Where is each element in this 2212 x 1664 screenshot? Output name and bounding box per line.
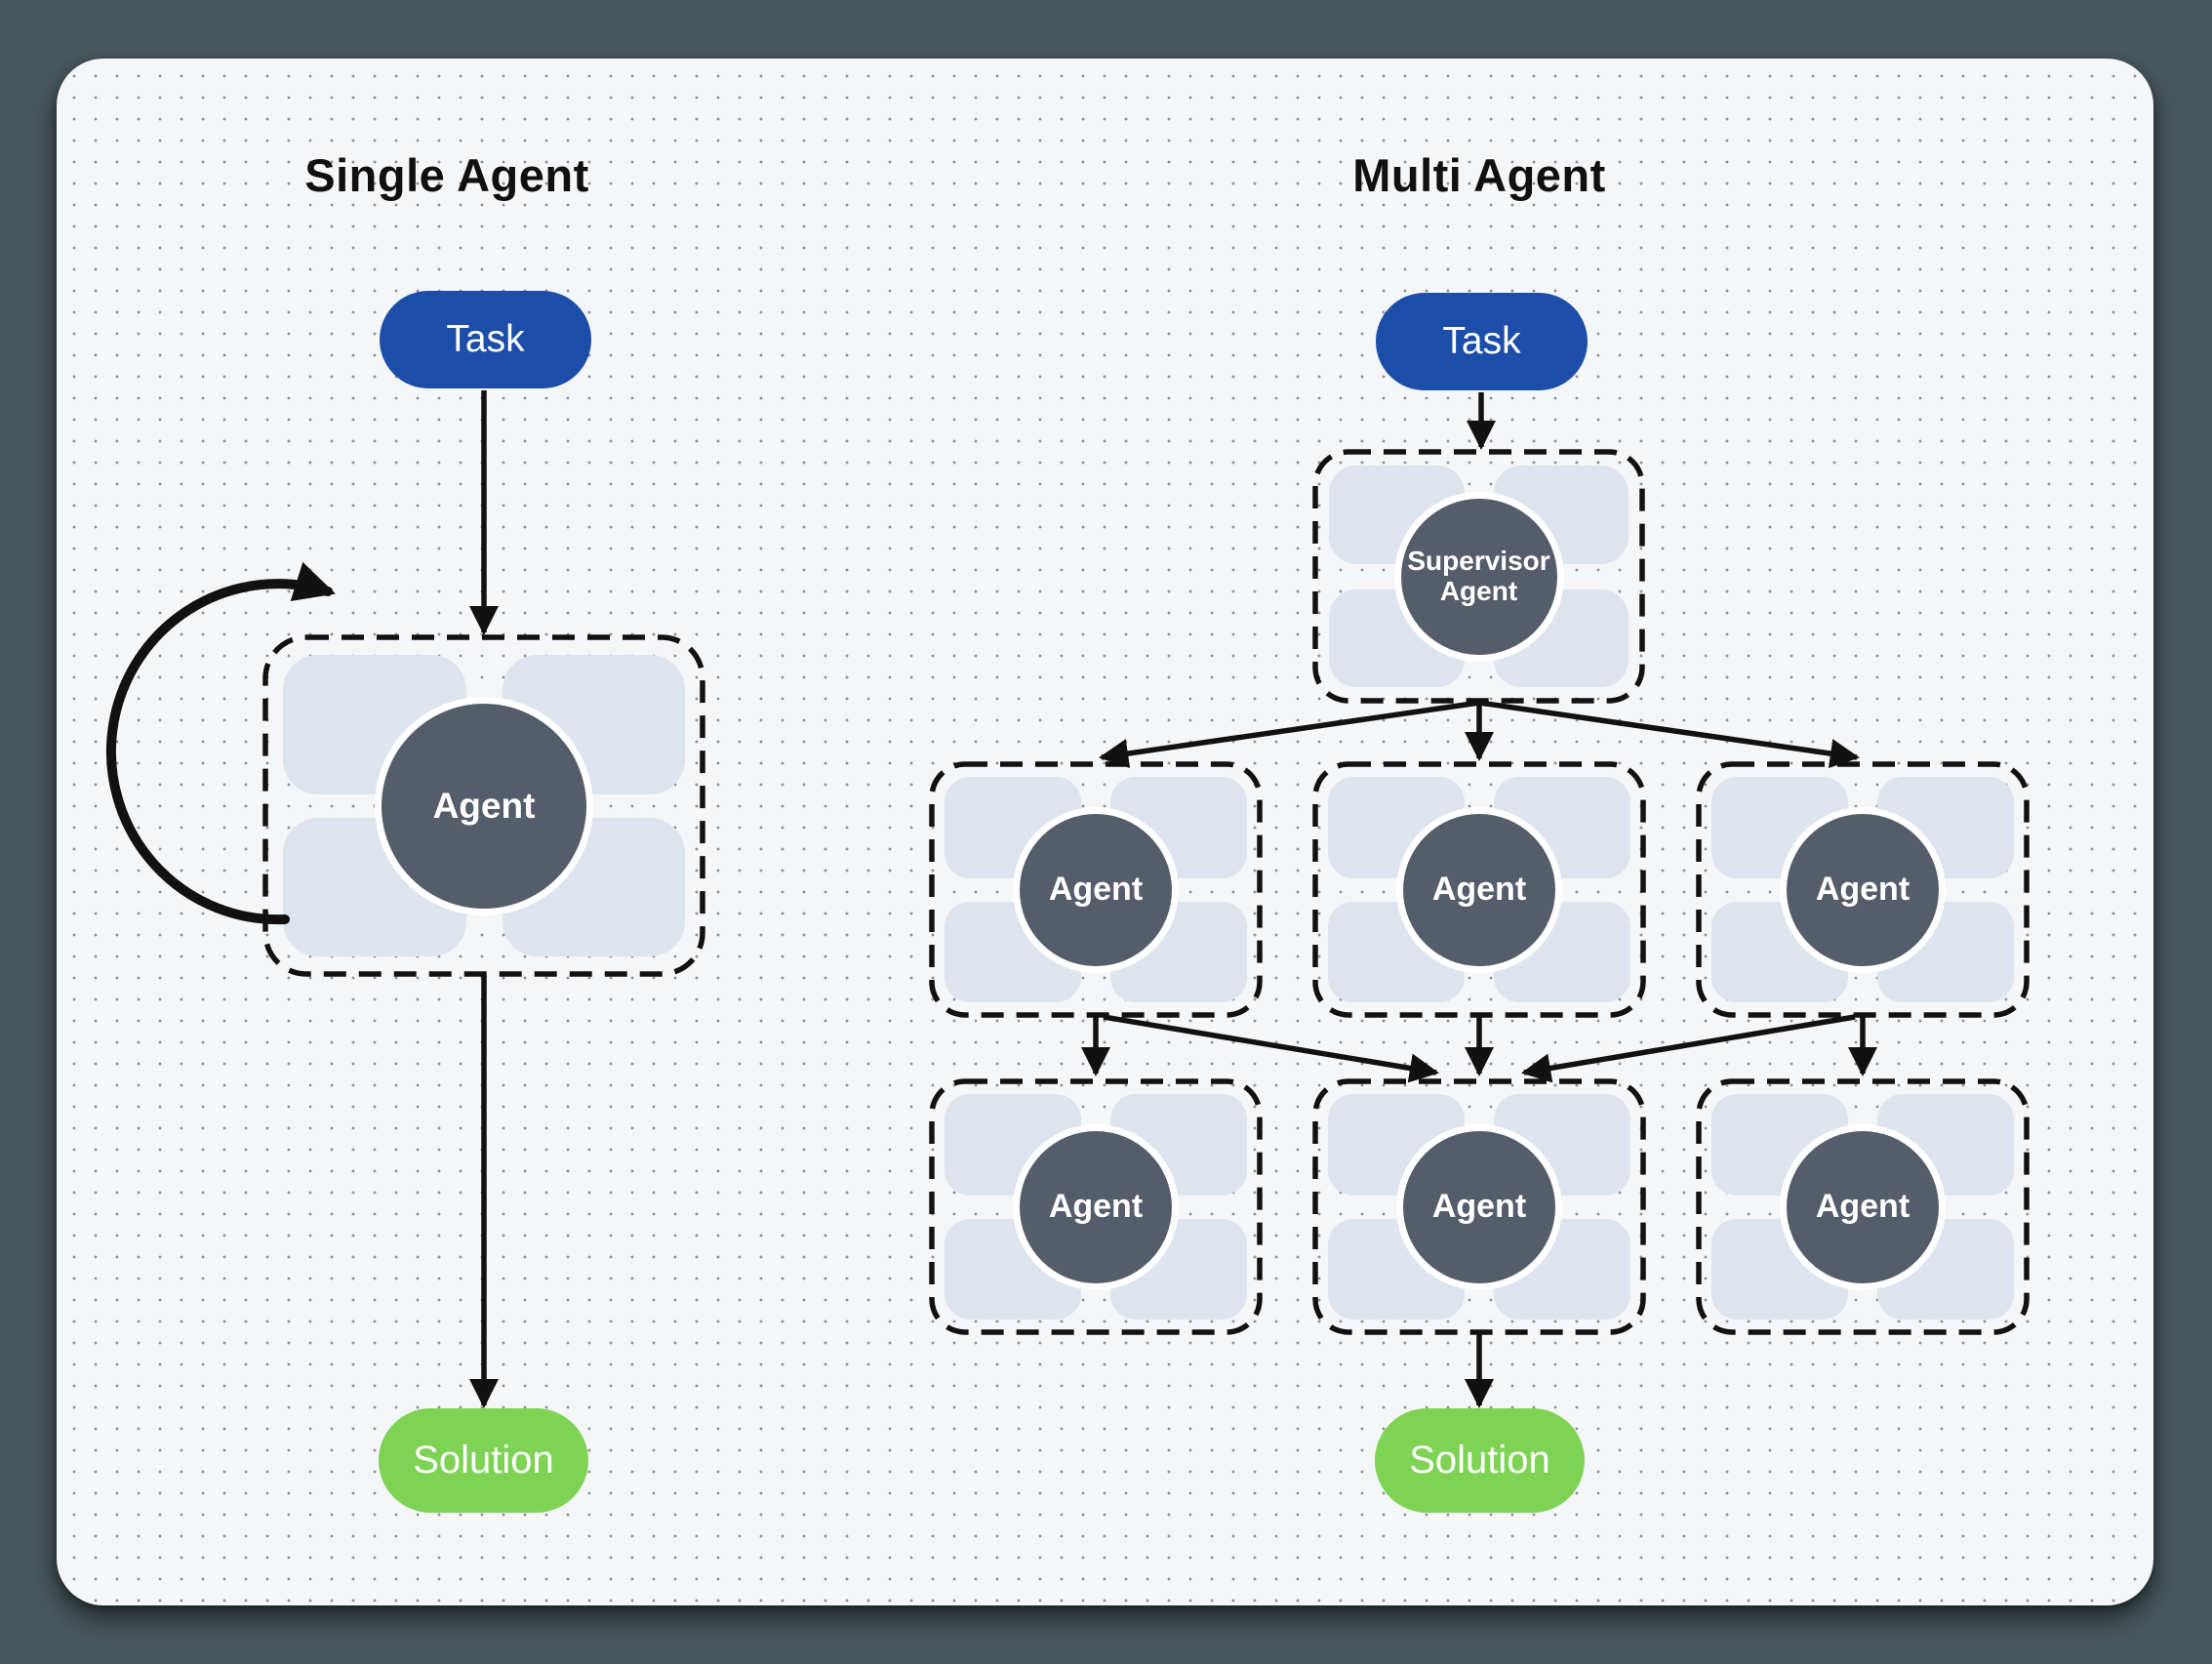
supervisor-agent-circle: Supervisor Agent xyxy=(1400,498,1557,655)
multi-agent-title: Multi Agent xyxy=(1352,149,1606,201)
multi-agent-box-3: Agent xyxy=(1699,764,2027,1015)
single-task-node: Task xyxy=(380,291,591,388)
multi-agent-box-5: Agent xyxy=(1315,1081,1643,1332)
multi-agent-label-6: Agent xyxy=(1815,1188,1910,1225)
multi-agent-circle-3: Agent xyxy=(1787,813,1939,966)
single-task-label: Task xyxy=(446,318,525,360)
multi-agent-circle-2: Agent xyxy=(1403,813,1555,966)
multi-agent-box-1: Agent xyxy=(932,764,1260,1015)
multi-agent-label-2: Agent xyxy=(1431,871,1527,908)
multi-task-node: Task xyxy=(1376,293,1588,390)
single-agent-box: Agent xyxy=(265,637,703,974)
multi-agent-label-1: Agent xyxy=(1048,871,1144,908)
supervisor-agent-box: Supervisor Agent xyxy=(1315,452,1642,701)
single-agent-label: Agent xyxy=(432,785,536,826)
multi-agent-box-6: Agent xyxy=(1699,1081,2027,1332)
multi-agent-box-2: Agent xyxy=(1315,764,1643,1015)
multi-agent-circle-6: Agent xyxy=(1787,1130,1939,1283)
multi-agent-circle-5: Agent xyxy=(1403,1130,1555,1283)
single-solution-label: Solution xyxy=(413,1439,554,1481)
multi-agent-label-5: Agent xyxy=(1431,1188,1527,1225)
multi-agent-box-4: Agent xyxy=(932,1081,1260,1332)
multi-solution-node: Solution xyxy=(1375,1408,1585,1513)
single-agent-circle: Agent xyxy=(382,703,586,909)
multi-agent-circle-1: Agent xyxy=(1020,813,1172,966)
multi-agent-label-4: Agent xyxy=(1048,1188,1144,1225)
multi-agent-circle-4: Agent xyxy=(1020,1130,1172,1283)
single-solution-node: Solution xyxy=(379,1408,588,1513)
supervisor-agent-label: Supervisor Agent xyxy=(1407,545,1550,606)
single-agent-title: Single Agent xyxy=(304,149,589,201)
multi-task-label: Task xyxy=(1442,320,1521,362)
multi-agent-label-3: Agent xyxy=(1815,871,1910,908)
multi-solution-label: Solution xyxy=(1409,1439,1550,1481)
